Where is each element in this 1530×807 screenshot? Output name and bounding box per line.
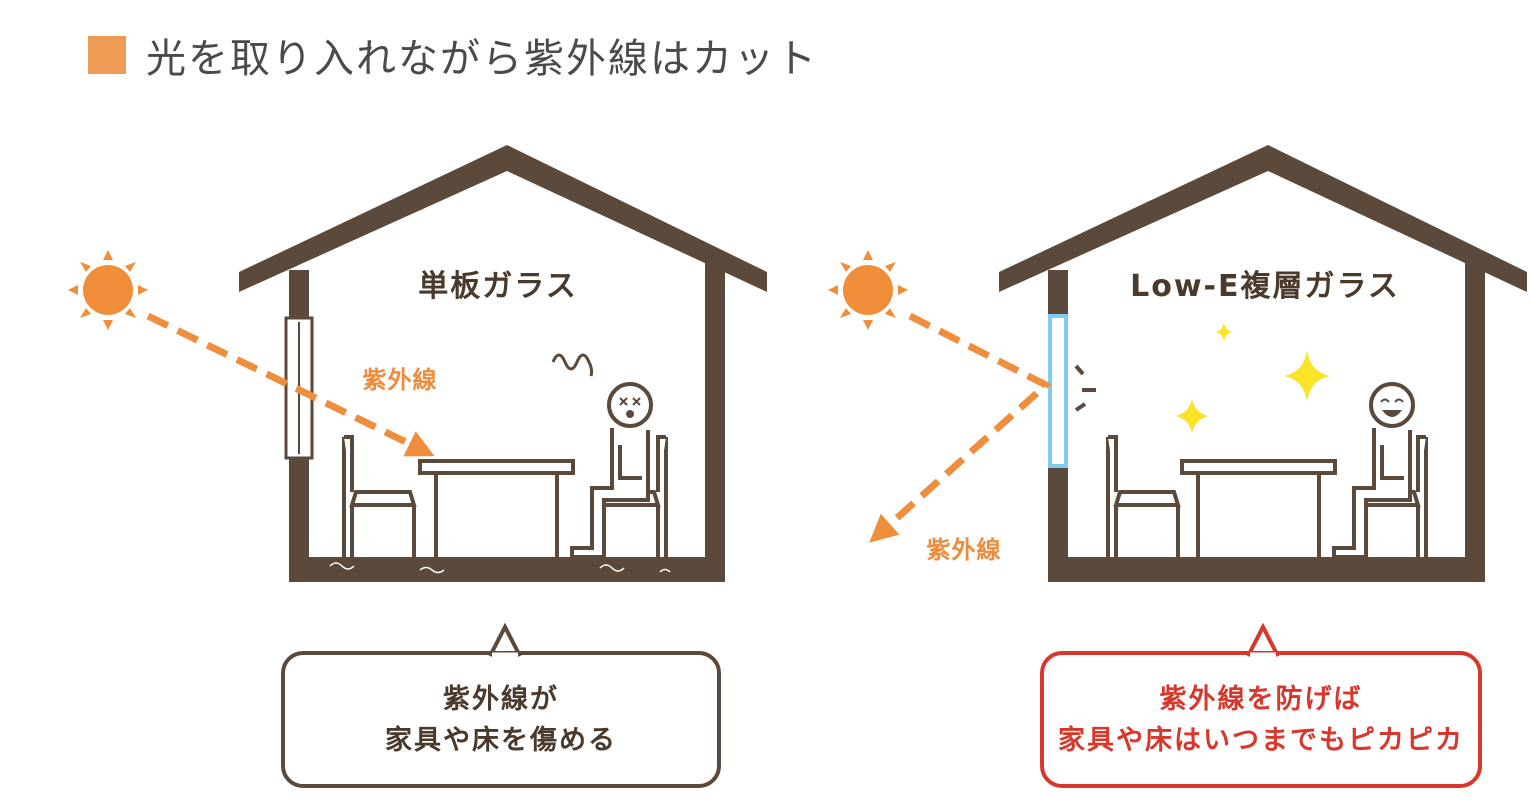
table-icon xyxy=(418,459,575,557)
person-happy-icon xyxy=(1332,382,1415,559)
floor-damage-marks xyxy=(329,562,671,574)
callout-left-line2: 家具や床を傷める xyxy=(385,724,617,756)
chair-icon xyxy=(342,435,417,557)
house-left-label: 単板ガラス xyxy=(418,269,577,304)
uv-label-left: 紫外線 xyxy=(363,366,438,394)
callout-right: 紫外線を防げば 家具や床はいつまでもピカピカ xyxy=(1042,653,1480,786)
table-icon xyxy=(1180,459,1337,557)
sparkle-icon xyxy=(1284,350,1330,402)
orange-square-bullet xyxy=(88,36,126,74)
callout-left-pointer xyxy=(488,622,522,657)
left-furniture xyxy=(342,382,668,559)
diagram-header: 光を取り入れながら紫外線はカット xyxy=(88,30,818,82)
house-right-wall-right xyxy=(1465,262,1485,582)
callout-left-line1: 紫外線が xyxy=(443,683,559,715)
house-right-floor xyxy=(1048,557,1485,582)
house-left-wall-right xyxy=(705,262,725,582)
house-left-floor xyxy=(289,557,725,582)
sun-icon xyxy=(828,250,908,330)
chair-icon xyxy=(1106,435,1181,557)
callout-right-line2: 家具や床はいつまでもピカピカ xyxy=(1058,724,1464,756)
uv-ray-right-reflected xyxy=(869,312,1053,543)
dizzy-swirl-icon xyxy=(551,353,594,377)
uv-ray-left xyxy=(146,312,435,457)
sparkle-icon xyxy=(1176,398,1208,434)
house-right-label: Low-E複層ガラス xyxy=(1130,269,1400,304)
dizzy-face xyxy=(619,397,641,418)
house-right xyxy=(999,145,1527,582)
callout-left: 紫外線が 家具や床を傷める xyxy=(283,653,719,786)
happy-face xyxy=(1380,398,1404,417)
callout-right-line1: 紫外線を防げば xyxy=(1159,683,1363,715)
low-e-glass-window xyxy=(1048,314,1068,468)
sparkles xyxy=(1176,322,1330,434)
reflection-marks xyxy=(1074,364,1096,412)
callout-right-pointer xyxy=(1246,622,1280,657)
diagram-title: 光を取り入れながら紫外線はカット xyxy=(146,36,818,82)
uv-label-right: 紫外線 xyxy=(927,536,1002,564)
right-furniture xyxy=(1106,382,1428,559)
house-left xyxy=(239,145,767,582)
sparkle-icon xyxy=(1216,322,1232,342)
sun-icon xyxy=(68,250,148,330)
person-dizzy-icon xyxy=(570,382,653,559)
